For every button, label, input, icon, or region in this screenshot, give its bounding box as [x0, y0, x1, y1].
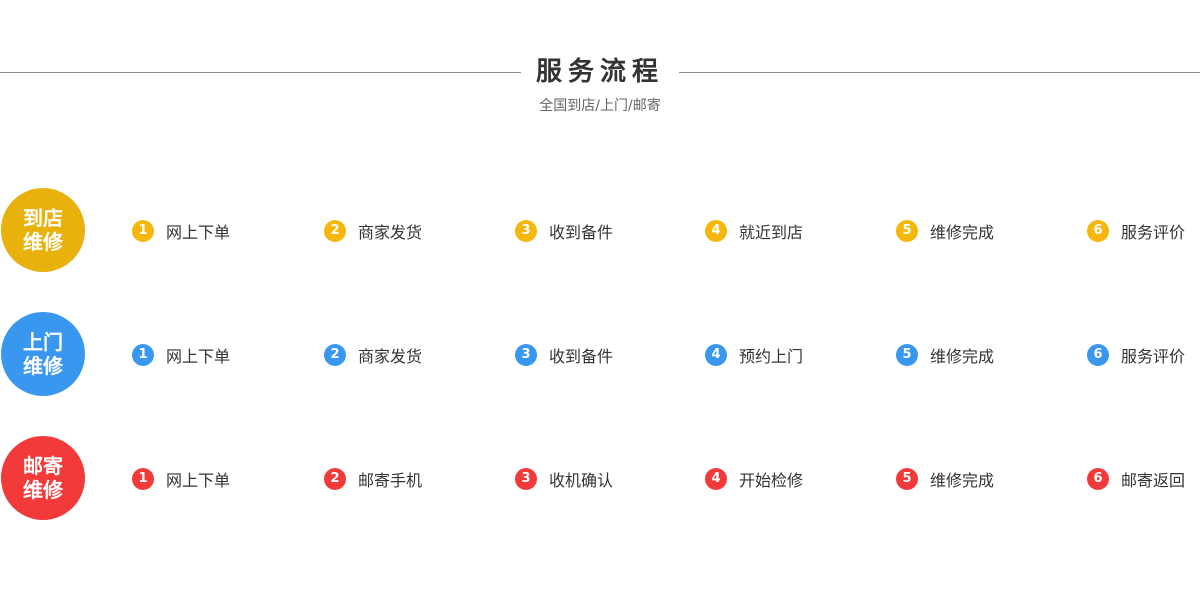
process-row-store-repair: 到店 维修 1 网上下单 2 商家发货 3 收到备件 4 就近到店 5 维修完成 6 服务评… [0, 188, 1200, 272]
process-step: 1 网上下单 [132, 219, 230, 243]
badge-line-1: 到店 [23, 206, 63, 230]
step-label: 邮寄手机 [358, 471, 423, 490]
process-step: 2 商家发货 [324, 343, 422, 367]
service-type-badge: 邮寄 维修 [1, 436, 85, 520]
step-label: 网上下单 [166, 223, 231, 242]
step-label: 商家发货 [358, 223, 423, 242]
step-number: 3 [515, 468, 537, 490]
section-title: 服务流程 [535, 57, 664, 87]
step-number: 4 [705, 344, 727, 366]
step-number: 1 [132, 220, 154, 242]
process-step: 4 预约上门 [705, 343, 803, 367]
process-step: 3 收到备件 [515, 219, 613, 243]
step-number: 2 [324, 468, 346, 490]
process-step: 5 维修完成 [896, 343, 994, 367]
process-row-mail-repair: 邮寄 维修 1 网上下单 2 邮寄手机 3 收机确认 4 开始检修 5 维修完成 6 邮寄返… [0, 436, 1200, 520]
process-step: 4 就近到店 [705, 219, 803, 243]
step-number: 2 [324, 220, 346, 242]
title-divider-left [0, 72, 521, 73]
process-step: 6 服务评价 [1087, 343, 1185, 367]
title-divider-right [679, 72, 1200, 73]
step-label: 网上下单 [166, 471, 231, 490]
badge-line-1: 上门 [23, 330, 63, 354]
step-number: 5 [896, 468, 918, 490]
step-number: 6 [1087, 468, 1109, 490]
badge-line-2: 维修 [23, 354, 63, 378]
step-number: 4 [705, 220, 727, 242]
step-label: 邮寄返回 [1121, 471, 1186, 490]
process-step: 6 服务评价 [1087, 219, 1185, 243]
process-step: 4 开始检修 [705, 467, 803, 491]
step-number: 5 [896, 344, 918, 366]
process-step: 1 网上下单 [132, 467, 230, 491]
step-number: 4 [705, 468, 727, 490]
section-subtitle: 全国到店/上门/邮寄 [539, 98, 661, 114]
step-label: 开始检修 [739, 471, 804, 490]
process-step: 1 网上下单 [132, 343, 230, 367]
step-number: 2 [324, 344, 346, 366]
step-label: 服务评价 [1121, 223, 1186, 242]
service-type-badge: 到店 维修 [1, 188, 85, 272]
service-type-badge: 上门 维修 [1, 312, 85, 396]
step-number: 6 [1087, 344, 1109, 366]
step-label: 收到备件 [549, 347, 614, 366]
step-label: 网上下单 [166, 347, 231, 366]
process-step: 5 维修完成 [896, 219, 994, 243]
badge-line-2: 维修 [23, 230, 63, 254]
badge-line-2: 维修 [23, 478, 63, 502]
step-label: 维修完成 [930, 223, 995, 242]
process-row-onsite-repair: 上门 维修 1 网上下单 2 商家发货 3 收到备件 4 预约上门 5 维修完成 6 服务评… [0, 312, 1200, 396]
step-number: 1 [132, 344, 154, 366]
process-step: 6 邮寄返回 [1087, 467, 1185, 491]
step-label: 就近到店 [739, 223, 804, 242]
process-step: 3 收到备件 [515, 343, 613, 367]
process-step: 2 商家发货 [324, 219, 422, 243]
step-label: 维修完成 [930, 347, 995, 366]
step-number: 3 [515, 220, 537, 242]
step-label: 服务评价 [1121, 347, 1186, 366]
process-step: 3 收机确认 [515, 467, 613, 491]
step-number: 6 [1087, 220, 1109, 242]
step-label: 维修完成 [930, 471, 995, 490]
step-number: 5 [896, 220, 918, 242]
process-step: 5 维修完成 [896, 467, 994, 491]
step-number: 3 [515, 344, 537, 366]
badge-line-1: 邮寄 [23, 454, 63, 478]
step-label: 商家发货 [358, 347, 423, 366]
process-step: 2 邮寄手机 [324, 467, 422, 491]
step-number: 1 [132, 468, 154, 490]
step-label: 收机确认 [549, 471, 614, 490]
step-label: 预约上门 [739, 347, 804, 366]
step-label: 收到备件 [549, 223, 614, 242]
